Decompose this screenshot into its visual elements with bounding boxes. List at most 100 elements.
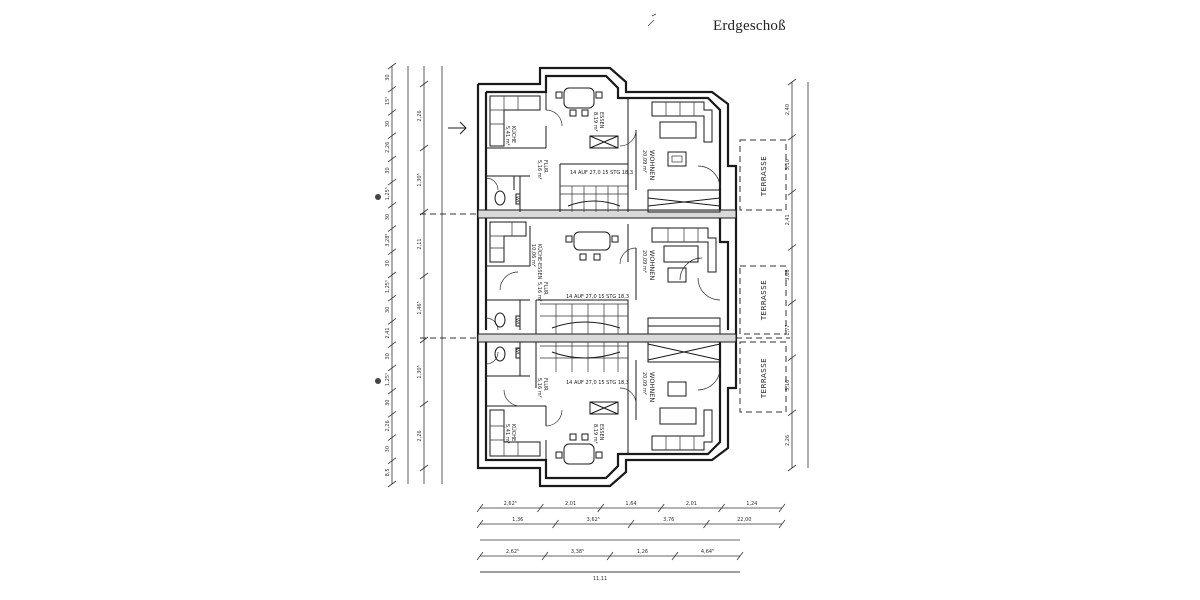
room-label-wc-mid: WC: [514, 318, 520, 327]
dim-left-outer-label: 3,28⁵: [385, 234, 391, 247]
dim-left-inner-tick: [419, 464, 429, 472]
dim-bottom-row3-label: 4,64⁵: [701, 549, 714, 555]
room-area-wohnen-top: 20,09 m²: [641, 150, 647, 173]
dim-bottom-row3-tick: [541, 551, 549, 561]
room-label-kueche-essen: KÜCHE-ESSEN: [536, 244, 543, 280]
dim-bottom-row1-tick: [778, 503, 786, 513]
dim-left-outer-label: 2,41: [385, 327, 391, 338]
room-area-essen-top: 8,19 m²: [592, 112, 598, 132]
dim-left-inner-tick: [419, 272, 429, 280]
dim-left-outer-tick: [387, 225, 397, 232]
dim-bottom-row2-label: 3,76: [663, 517, 674, 523]
stair-label-mid: 14 AUF 27,0 15 STG 18,3: [566, 294, 629, 300]
stray-mark: [647, 13, 657, 27]
terrace-outline-bottom: [739, 341, 787, 413]
dim-left-inner-label: 2,26: [417, 430, 423, 441]
room-area-kueche-essen: 10,06 m²: [530, 244, 536, 267]
binder-hole-mark: [375, 194, 381, 200]
room-label-wohnen-mid: WOHNEN: [648, 250, 656, 280]
entry-arrow-icon: [448, 121, 467, 135]
dim-left-outer-tick: [387, 364, 397, 372]
dim-left-outer-label: 15⁵: [385, 97, 391, 105]
dim-right-tick: [787, 133, 797, 141]
staircase-bottom: [540, 342, 628, 372]
room-area-kueche-bot: 5,41 m²: [504, 424, 510, 444]
terrace-label-top: TERRASSE: [760, 156, 768, 197]
room-label-kueche-top: KÜCHE: [510, 126, 517, 143]
dim-bottom-row3-label: 3,38⁵: [571, 549, 584, 555]
dim-left-outer-label: 30: [385, 74, 391, 80]
dim-left-outer-tick: [387, 294, 397, 302]
dim-bottom-row3-label: 2,62⁵: [506, 549, 519, 555]
dim-bottom-row1-tick: [537, 503, 544, 513]
dim-bottom-row3-tick: [671, 551, 679, 561]
dim-left-outer-label: 30: [385, 167, 391, 173]
dim-left-outer-tick: [387, 480, 397, 488]
dim-left-outer-tick: [387, 109, 397, 116]
dim-left-inner-tick: [419, 144, 429, 152]
interior-walls: [485, 92, 721, 460]
dim-bottom-row1-tick: [718, 503, 725, 513]
terrace-label-middle: TERRASSE: [760, 280, 768, 321]
dim-left-outer-label: 2,26: [385, 420, 391, 431]
dim-bottom-row3-tick: [476, 551, 484, 561]
room-label-essen-top: ESSEN: [598, 112, 604, 129]
dim-left-outer-tick: [387, 62, 397, 70]
dim-left-outer-label: 1,25⁵: [385, 373, 391, 386]
room-area-wohnen-mid: 20,09 m²: [641, 250, 647, 273]
dim-right-label: 2,26: [785, 435, 791, 446]
dim-bottom-row2-label: 22,00: [737, 517, 751, 523]
dim-bottom-row2-label: 1,36: [512, 517, 523, 523]
dim-left-outer-tick: [387, 85, 397, 93]
dim-left-inner-tick: [419, 336, 429, 344]
room-label-flur-bot: FLUR: [542, 378, 548, 391]
dim-left-outer-label: 2,26: [385, 142, 391, 153]
party-wall-bottom: [477, 333, 737, 343]
building-walls: [476, 66, 738, 488]
dim-left-outer-label: 30: [385, 307, 391, 313]
binder-hole-mark: [375, 378, 381, 384]
terrace-label-bottom: TERRASSE: [760, 358, 768, 399]
dim-left-inner-label: 2,26: [417, 110, 423, 121]
dim-bottom-row2-tick: [627, 519, 635, 529]
dim-left-outer-label: 1,25⁵: [385, 187, 391, 200]
dim-right-label: 2,40: [785, 104, 791, 115]
dim-bottom-row3-tick: [606, 551, 614, 561]
room-label-wohnen-top: WOHNEN: [648, 150, 656, 180]
dim-left-inner-tick: [419, 400, 429, 408]
dim-left-outer-tick: [387, 132, 397, 139]
room-label-kueche-bot: KÜCHE: [510, 424, 517, 441]
party-wall-top: [477, 209, 737, 219]
room-area-flur-mid: 5,16 m²: [536, 282, 542, 302]
stair-label-top: 14 AUF 27,0 15 STG 18,3: [570, 170, 633, 176]
room-area-flur-bot: 5,16 m²: [536, 378, 542, 398]
room-label-wohnen-bot: WOHNEN: [648, 372, 656, 402]
room-label-flur-top: FLUR: [542, 160, 548, 173]
dim-bottom-row2-tick: [552, 519, 559, 529]
dim-bottom-row1-tick: [657, 503, 665, 513]
room-label-flur-mid: FLUR: [542, 282, 548, 295]
dim-right-tick: [787, 244, 797, 251]
dim-left-outer-label: 30: [385, 260, 391, 266]
dim-left-inner-label: 1,30⁵: [417, 173, 423, 186]
dim-bottom-row1-label: 1,64: [625, 501, 636, 507]
dim-bottom-row2-tick: [778, 519, 786, 529]
terrace-outline-top: [739, 139, 787, 211]
dim-bottom-row2-label: 3,62⁵: [587, 517, 600, 523]
terrace-outline-middle: [739, 265, 787, 335]
dim-right-label: 3,10: [785, 380, 791, 391]
dim-left-outer-label: 8,5: [385, 468, 391, 476]
left-dimension-chain: 3015⁵302,26301,25⁵303,28⁵301,25⁵302,4130…: [385, 62, 443, 488]
dim-left-outer-tick: [387, 202, 397, 209]
room-area-flur-top: 5,16 m²: [536, 160, 542, 180]
dim-left-outer-label: 30: [385, 214, 391, 220]
dim-right-tick: [787, 188, 797, 196]
dim-right-tick: [787, 78, 797, 86]
dim-right-tick: [787, 299, 797, 306]
dim-left-inner-label: 1,46⁵: [417, 301, 423, 314]
dim-left-outer-tick: [387, 178, 397, 186]
dim-left-outer-tick: [387, 248, 397, 256]
right-dimension-chain: 2,403,102,413,081,773,102,26: [785, 78, 809, 472]
